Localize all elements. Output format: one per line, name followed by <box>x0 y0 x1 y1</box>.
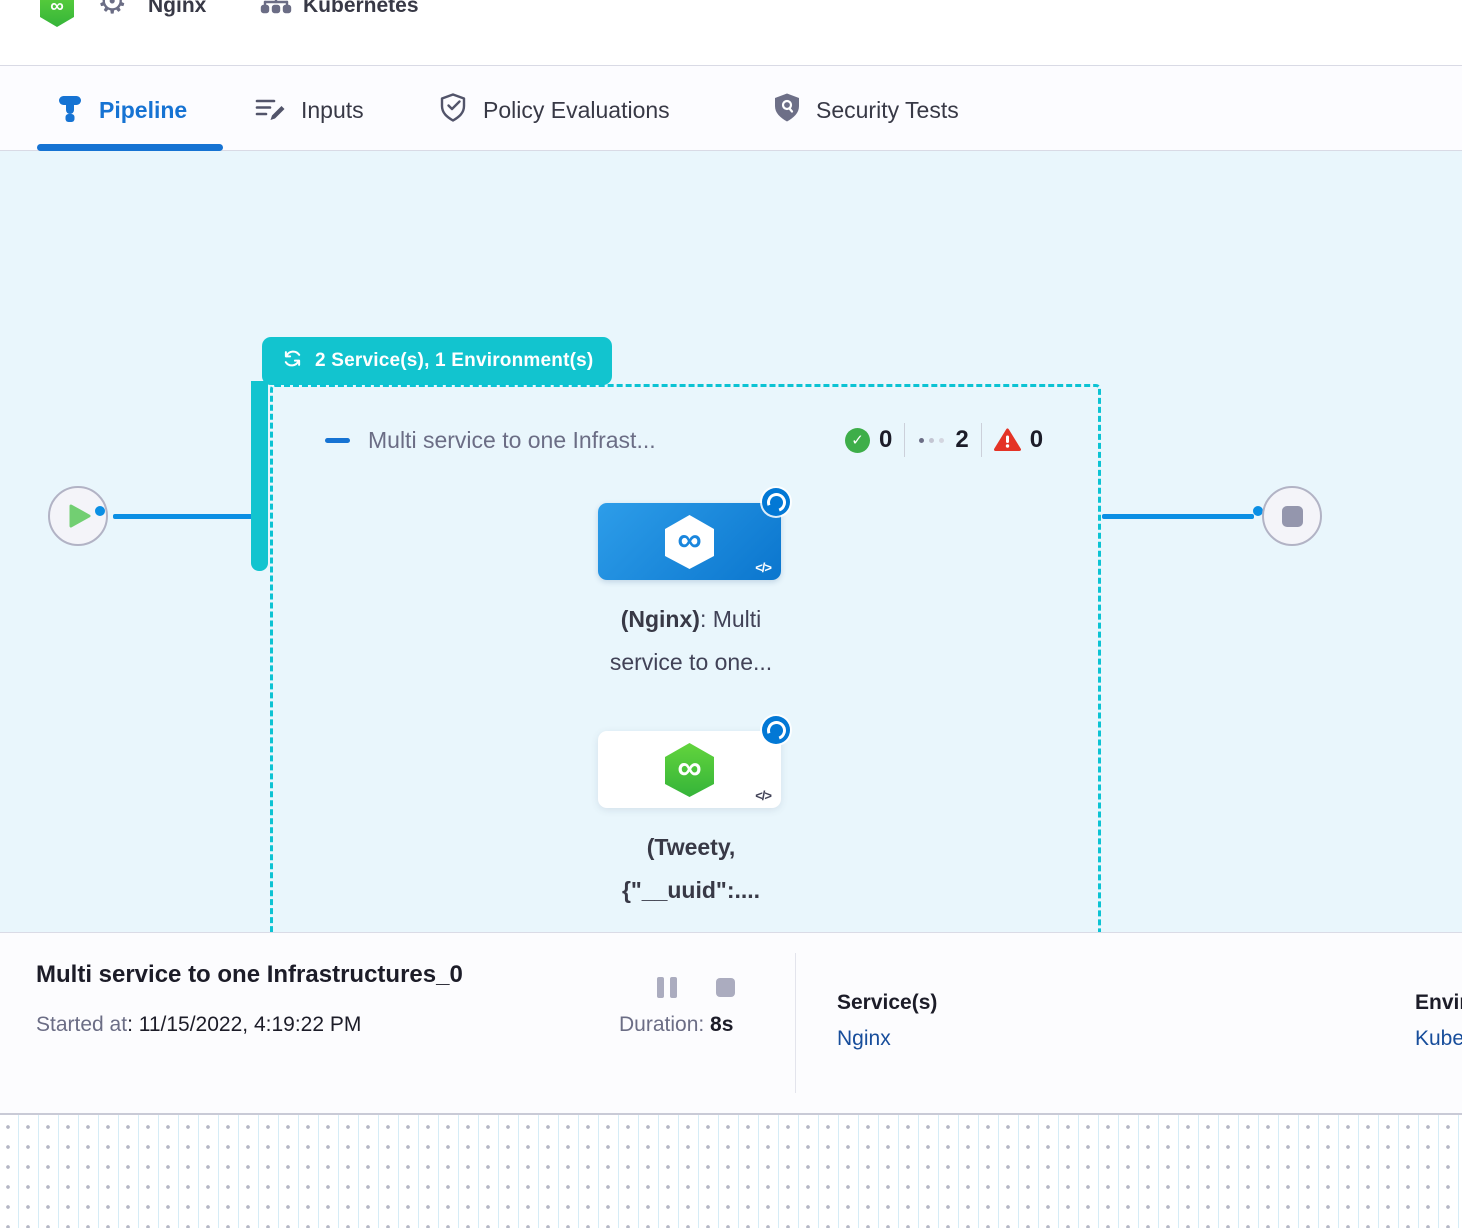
gear-icon: ⚙ <box>97 0 128 21</box>
code-icon: </> <box>755 788 772 803</box>
tab-inputs-label: Inputs <box>301 96 364 123</box>
end-link-dot <box>1253 506 1263 516</box>
pipeline-canvas: 2 Service(s), 1 Environment(s) Multi ser… <box>0 151 1462 1004</box>
pipeline-start-node <box>48 486 108 546</box>
tab-security-tests[interactable]: Security Tests <box>772 88 959 132</box>
label-rest: : Multi <box>699 606 762 632</box>
console-dot-grid <box>0 1113 1462 1228</box>
label-line2: {"__uuid":.... <box>621 877 761 903</box>
service-node-tweety[interactable]: ∞ </> <box>598 731 781 808</box>
tab-security-tests-label: Security Tests <box>816 96 959 123</box>
environment-link[interactable]: Kubernetes <box>1415 1027 1462 1050</box>
pipeline-end-node <box>1262 486 1322 546</box>
stop-square-icon <box>1281 505 1303 527</box>
divider <box>980 423 982 457</box>
failed-count: 0 <box>1029 426 1044 453</box>
running-count: 2 <box>955 426 969 453</box>
stop-button[interactable] <box>716 978 735 997</box>
stage-title: Multi service to one Infrast... <box>368 427 656 453</box>
success-count: 0 <box>879 426 893 453</box>
active-tab-underline <box>37 144 223 151</box>
success-check-icon: ✓ <box>845 427 870 453</box>
label-line1: (Tweety, <box>646 834 736 860</box>
harness-hexagon-icon: ∞ <box>662 741 717 799</box>
stage-badge-tail <box>251 381 268 571</box>
tab-pipeline[interactable]: Pipeline <box>55 88 187 132</box>
header-environment-name[interactable]: Kubernetes <box>303 0 419 17</box>
running-dots-icon <box>919 437 945 443</box>
started-at-value: : 11/15/2022, 4:19:22 PM <box>127 1013 362 1036</box>
service-node-tweety-label: (Tweety, {"__uuid":.... <box>546 826 836 912</box>
environment-icon <box>258 0 294 31</box>
harness-service-icon: ∞ <box>38 0 76 28</box>
label-bold: (Nginx) <box>620 606 700 632</box>
services-column-label: Service(s) <box>837 991 938 1014</box>
start-link-dot <box>95 506 105 516</box>
pipeline-icon <box>55 93 85 128</box>
infinity-glyph: ∞ <box>50 0 64 17</box>
execution-footer: Multi service to one Infrastructures_0 S… <box>0 932 1462 1113</box>
divider <box>904 423 906 457</box>
duration-line: Duration: 8s <box>619 1013 733 1037</box>
stage-status-counters: ✓ 0 2 0 <box>845 423 1043 457</box>
execution-tabbar: Pipeline Inputs Policy <box>0 66 1462 151</box>
running-spinner-icon <box>762 716 790 744</box>
tab-policy-evaluations-label: Policy Evaluations <box>483 96 670 123</box>
environment-column-label: Environment(s) <box>1415 991 1462 1014</box>
duration-label: Duration: <box>619 1013 705 1036</box>
inputs-icon <box>253 92 287 129</box>
failed-warning-icon <box>993 428 1021 452</box>
start-connector-line <box>113 514 253 519</box>
duration-value: 8s <box>704 1013 734 1036</box>
services-link[interactable]: Nginx <box>837 1027 891 1050</box>
shield-scan-icon <box>772 92 802 129</box>
infinity-glyph: ∞ <box>677 748 702 787</box>
shield-check-icon <box>437 92 469 129</box>
infinity-glyph: ∞ <box>677 520 702 559</box>
harness-hexagon-icon: ∞ <box>662 513 717 571</box>
end-connector-line <box>1102 514 1254 519</box>
execution-header: ∞ ⚙ Nginx Kubernetes <box>0 0 1462 66</box>
started-at-line: Started at: 11/15/2022, 4:19:22 PM <box>36 1013 361 1037</box>
tab-pipeline-label: Pipeline <box>99 96 188 123</box>
collapse-stage-icon[interactable] <box>325 438 350 443</box>
service-node-nginx[interactable]: ∞ </> <box>598 503 781 580</box>
started-at-label: Started at <box>36 1013 128 1036</box>
pause-button[interactable] <box>657 977 677 998</box>
service-node-nginx-label: (Nginx): Multi service to one... <box>546 598 836 684</box>
loop-icon <box>281 347 304 375</box>
running-spinner-icon <box>762 488 790 516</box>
label-line2: service to one... <box>609 649 773 675</box>
footer-divider <box>795 953 796 1093</box>
code-icon: </> <box>755 560 772 575</box>
header-service-name[interactable]: Nginx <box>148 0 207 17</box>
stage-services-badge[interactable]: 2 Service(s), 1 Environment(s) <box>262 337 613 385</box>
stage-badge-label: 2 Service(s), 1 Environment(s) <box>315 350 594 371</box>
tab-policy-evaluations[interactable]: Policy Evaluations <box>437 88 670 132</box>
tab-inputs[interactable]: Inputs <box>253 88 364 132</box>
execution-title: Multi service to one Infrastructures_0 <box>36 961 463 988</box>
